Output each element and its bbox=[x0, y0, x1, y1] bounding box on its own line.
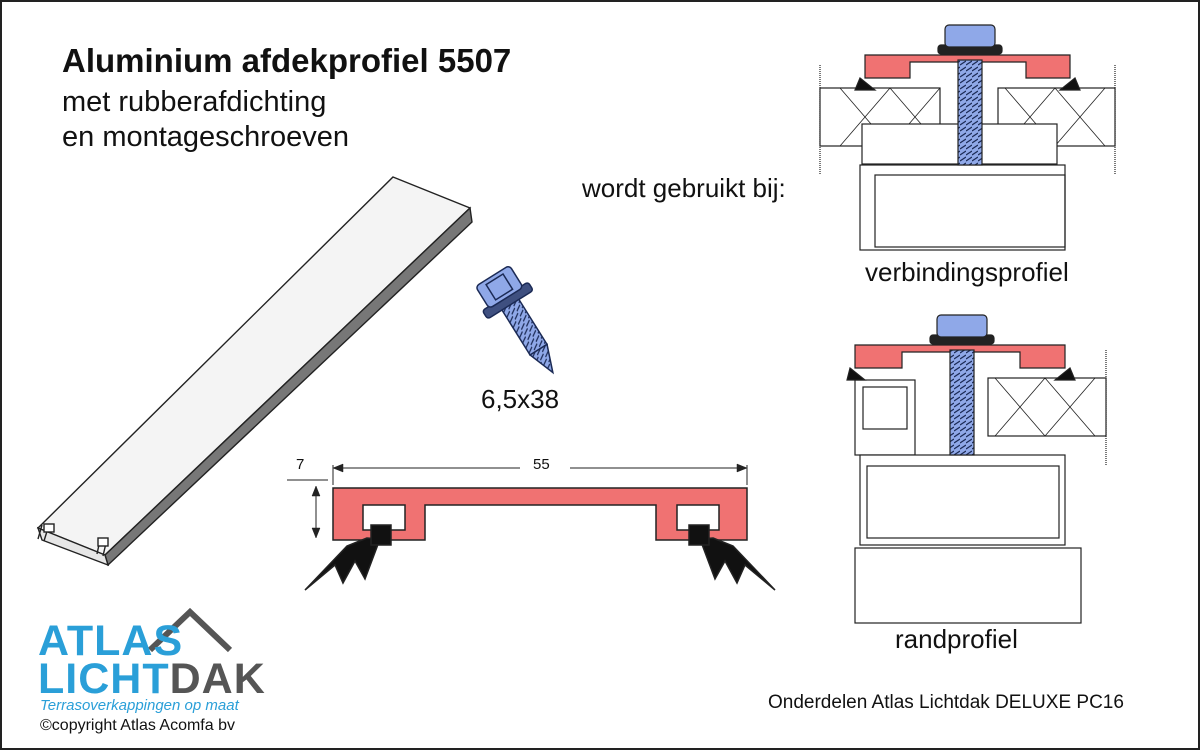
dimension-height-label: 7 bbox=[296, 456, 305, 473]
dimension-width-label: 55 bbox=[533, 456, 550, 473]
edge-profile-label: randprofiel bbox=[895, 624, 1018, 654]
logo-atlas-text: ATLAS bbox=[38, 617, 184, 665]
subtitle-line-2: en montageschroeven bbox=[62, 121, 349, 153]
logo-roof-icon bbox=[147, 607, 233, 653]
footer-caption: Onderdelen Atlas Lichtdak DELUXE PC16 bbox=[768, 692, 1124, 713]
connection-profile-detail bbox=[819, 24, 1116, 251]
subtitle-line-1: met rubberafdichting bbox=[62, 86, 327, 118]
edge-profile-detail bbox=[846, 314, 1107, 624]
profile-cross-section bbox=[287, 463, 776, 591]
logo-lichtdak-text: LICHTDAK bbox=[38, 655, 266, 704]
mounting-screw-illustration bbox=[476, 266, 554, 375]
logo-dak-part: DAK bbox=[169, 655, 266, 703]
logo-tagline: Terrasoverkappingen op maat bbox=[40, 697, 239, 714]
copyright-notice: ©copyright Atlas Acomfa bv bbox=[40, 717, 235, 734]
screw-size-label: 6,5x38 bbox=[481, 384, 560, 414]
profile-strip-illustration bbox=[36, 176, 473, 567]
logo-licht-part: LICHT bbox=[38, 655, 170, 703]
used-by-label: wordt gebruikt bij: bbox=[582, 173, 786, 203]
connection-profile-label: verbindingsprofiel bbox=[865, 257, 1069, 287]
page-title: Aluminium afdekprofiel 5507 bbox=[62, 42, 512, 79]
